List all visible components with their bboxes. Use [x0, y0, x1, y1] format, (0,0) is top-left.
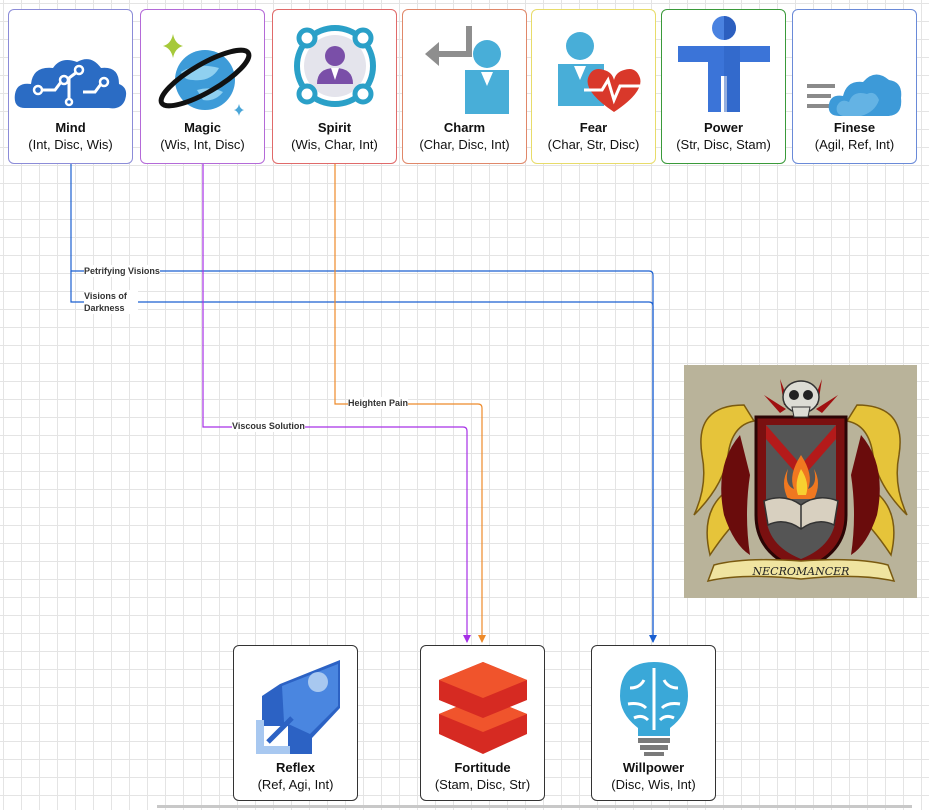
node-title: Magic [184, 120, 221, 135]
speeding-cloud-icon [806, 74, 901, 116]
node-subtitle: (Char, Str, Disc) [547, 137, 640, 152]
node-title: Reflex [275, 760, 316, 775]
edge-viscous-solution[interactable] [202, 163, 471, 643]
node-fear[interactable]: Fear (Char, Str, Disc) [531, 9, 656, 164]
edge-label-heighten-pain: Heighten Pain [348, 397, 409, 409]
user-return-icon [424, 26, 509, 114]
node-subtitle: (Wis, Int, Disc) [160, 137, 245, 152]
necromancer-emblem-image: NECROMANCER [684, 365, 917, 598]
edge-label-visions-of-darkness: Visions of Darkness [84, 290, 138, 314]
node-title: Mind [55, 120, 86, 135]
stacked-layers-icon [438, 662, 527, 754]
node-mind[interactable]: Mind (Int, Disc, Wis) [8, 9, 133, 164]
emblem-banner-text: NECROMANCER [752, 565, 850, 578]
node-subtitle: (Int, Disc, Wis) [28, 137, 113, 152]
node-subtitle: (Char, Disc, Int) [419, 137, 510, 152]
brain-circuit-cloud-icon [14, 59, 126, 109]
standing-person-icon [677, 16, 770, 112]
node-power[interactable]: Power (Str, Disc, Stam) [661, 9, 786, 164]
node-title: Finese [833, 120, 876, 135]
planet-sparkle-icon [158, 34, 251, 116]
node-fortitude[interactable]: Fortitude (Stam, Disc, Str) [420, 645, 545, 801]
node-title: Power [703, 120, 743, 135]
node-title: Spirit [317, 120, 352, 135]
node-finese[interactable]: Finese (Agil, Ref, Int) [792, 9, 917, 164]
edge-heighten-pain[interactable] [334, 163, 486, 643]
rocket-icon [255, 660, 340, 754]
node-reflex[interactable]: Reflex (Ref, Agi, Int) [233, 645, 358, 801]
node-subtitle: (Stam, Disc, Str) [434, 777, 531, 792]
node-title: Charm [443, 120, 486, 135]
node-charm[interactable]: Charm (Char, Disc, Int) [402, 9, 527, 164]
node-spirit[interactable]: Spirit (Wis, Char, Int) [272, 9, 397, 164]
node-title: Fortitude [454, 760, 511, 775]
user-ring-icon [293, 25, 376, 107]
node-willpower[interactable]: Willpower (Disc, Wis, Int) [591, 645, 716, 801]
node-title: Fear [579, 120, 608, 135]
node-subtitle: (Wis, Char, Int) [291, 137, 378, 152]
edge-petrifying-visions[interactable] [70, 163, 654, 642]
edge-visions-of-darkness[interactable] [70, 271, 657, 643]
edge-label-viscous-solution: Viscous Solution [232, 420, 305, 432]
lightbulb-brain-icon [619, 662, 688, 756]
node-subtitle: (Disc, Wis, Int) [611, 777, 696, 792]
user-heartbeat-icon [557, 32, 644, 112]
node-title: Willpower [622, 760, 685, 775]
edge-label-petrifying-visions: Petrifying Visions [84, 265, 160, 277]
canvas-scrollbar[interactable] [157, 805, 912, 808]
node-magic[interactable]: Magic (Wis, Int, Disc) [140, 9, 265, 164]
node-subtitle: (Ref, Agi, Int) [257, 777, 334, 792]
node-subtitle: (Agil, Ref, Int) [814, 137, 895, 152]
node-subtitle: (Str, Disc, Stam) [676, 137, 771, 152]
